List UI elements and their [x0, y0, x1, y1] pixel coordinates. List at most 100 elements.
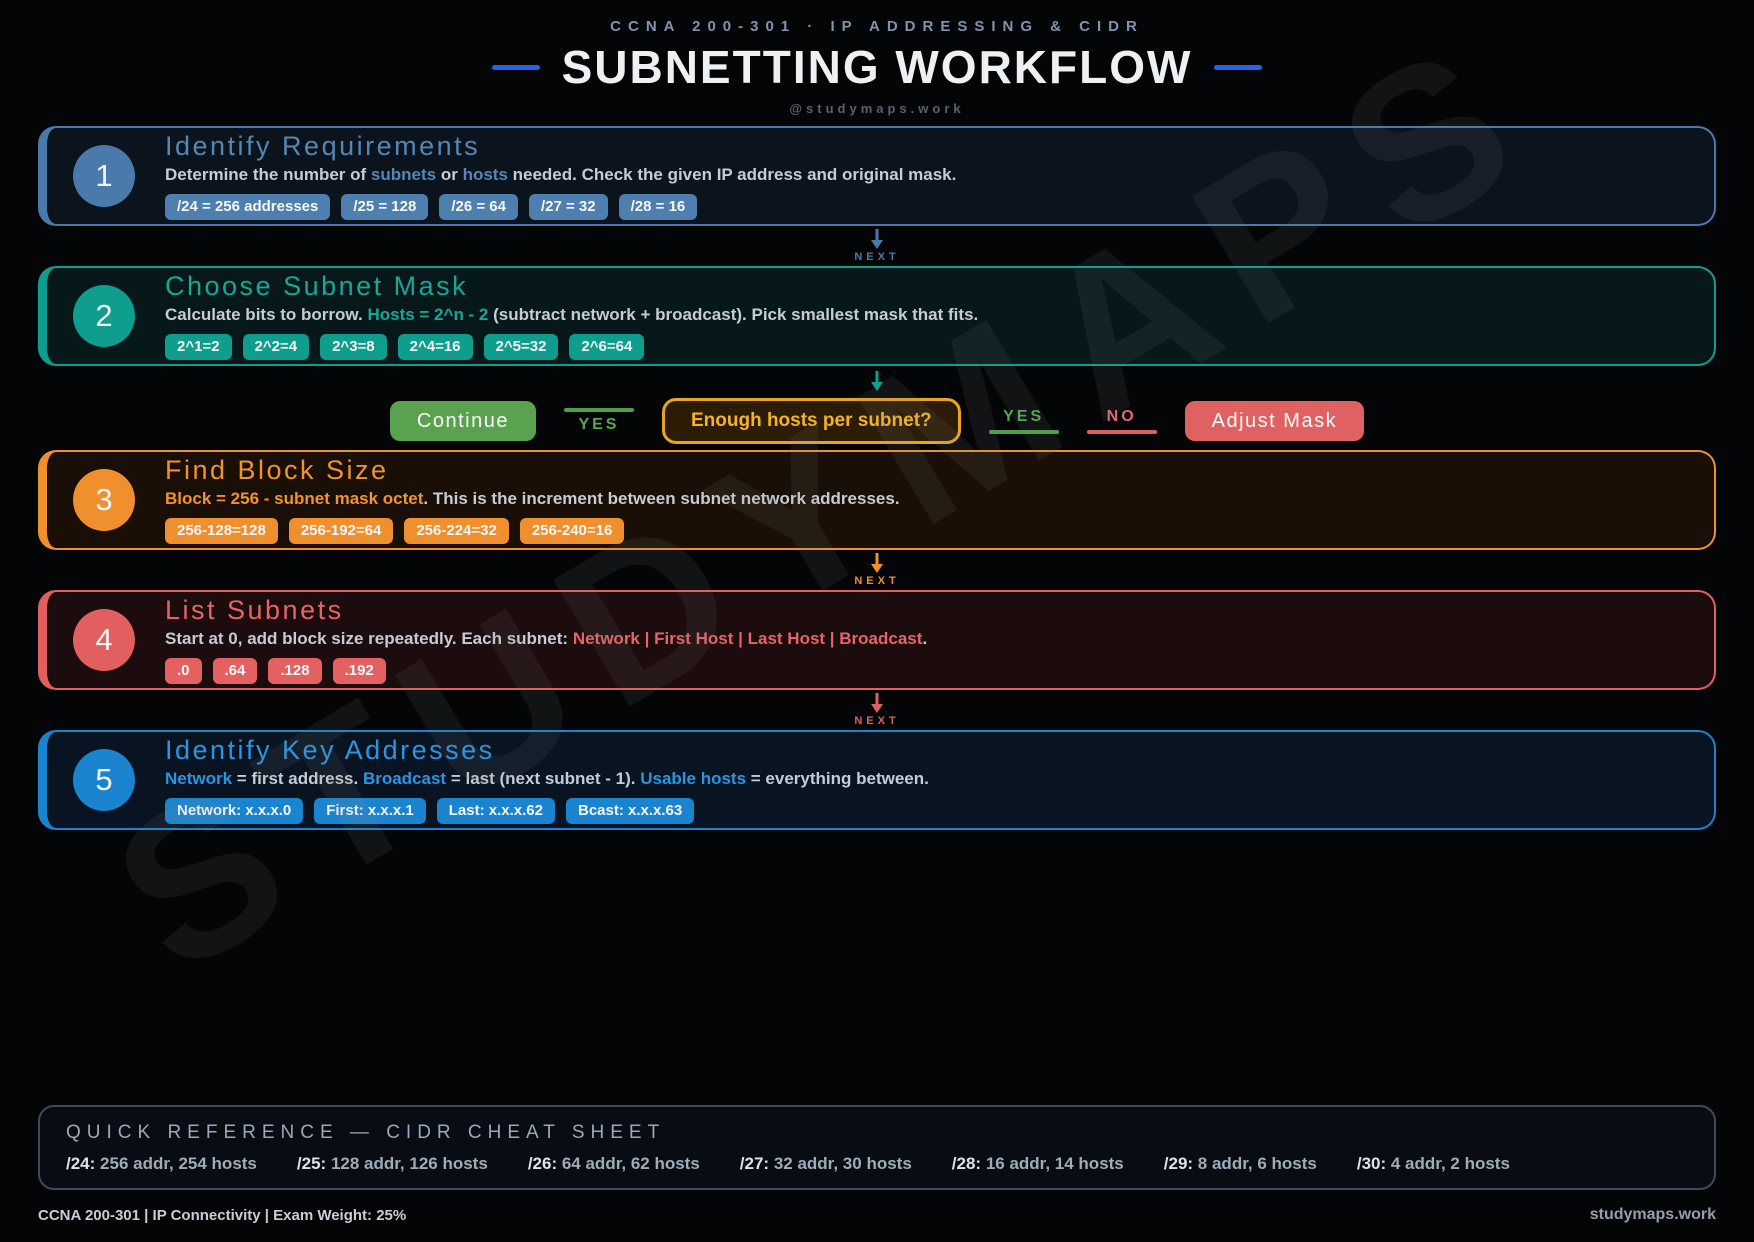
- quickref-item: /25: 128 addr, 126 hosts: [297, 1154, 488, 1174]
- next-label: NEXT: [854, 251, 900, 264]
- down-arrow-icon: [871, 553, 883, 574]
- down-arrow-icon: [871, 229, 883, 250]
- cidr-value: 64 addr, 62 hosts: [561, 1154, 700, 1174]
- chip: Network: x.x.x.0: [165, 798, 304, 825]
- step-1-title: Identify Requirements: [165, 131, 481, 162]
- step-4-box: 4 List Subnets Start at 0, add block siz…: [38, 590, 1716, 691]
- desc-segment: Calculate bits to borrow.: [165, 305, 368, 325]
- cidr-label: /29:: [1163, 1154, 1194, 1174]
- page-header: CCNA 200-301 · IP ADDRESSING & CIDR SUBN…: [0, 0, 1754, 116]
- yes-label: YES: [578, 416, 620, 434]
- chip: 2^5=32: [483, 334, 559, 361]
- quickref-item: /28: 16 addr, 14 hosts: [952, 1154, 1124, 1174]
- next-label: NEXT: [854, 715, 900, 728]
- edge-line: [988, 430, 1059, 435]
- desc-segment: Network | First Host | Last Host | Broad…: [572, 629, 923, 649]
- title-divider-right: [1214, 64, 1263, 70]
- cidr-value: 32 addr, 30 hosts: [773, 1154, 912, 1174]
- desc-segment: Start at 0, add block size repeatedly. E…: [165, 629, 573, 649]
- cidr-value: 8 addr, 6 hosts: [1197, 1154, 1317, 1174]
- cidr-label: /27:: [739, 1154, 770, 1174]
- desc-segment: = everything between.: [746, 769, 929, 789]
- chip: Bcast: x.x.x.63: [565, 798, 695, 825]
- desc-segment: or: [436, 165, 463, 185]
- chip: 256-240=16: [519, 518, 625, 545]
- title-divider-left: [491, 64, 540, 70]
- footer-course-info: CCNA 200-301 | IP Connectivity | Exam We…: [38, 1206, 407, 1224]
- step-5-box: 5 Identify Key Addresses Network = first…: [38, 730, 1716, 831]
- desc-segment: needed. Check the given IP address and o…: [507, 165, 957, 185]
- step-2-description: Calculate bits to borrow. Hosts = 2^n - …: [165, 305, 978, 325]
- step-4-title: List Subnets: [165, 595, 344, 626]
- cidr-label: /25:: [296, 1154, 327, 1174]
- footer: CCNA 200-301 | IP Connectivity | Exam We…: [38, 1206, 1716, 1224]
- chip: First: x.x.x.1: [314, 798, 426, 825]
- yes-edge-right: YES: [988, 408, 1059, 435]
- cidr-label: /26:: [527, 1154, 558, 1174]
- desc-segment: subnets: [370, 165, 437, 185]
- step-1-description: Determine the number of subnets or hosts…: [165, 165, 956, 185]
- yes-label: YES: [1003, 408, 1045, 426]
- cidr-value: 128 addr, 126 hosts: [330, 1154, 488, 1174]
- quickref-heading: QUICK REFERENCE — CIDR CHEAT SHEET: [66, 1122, 666, 1144]
- quickref-item: /30: 4 addr, 2 hosts: [1357, 1154, 1510, 1174]
- step-5-title: Identify Key Addresses: [165, 735, 495, 766]
- quickref-item: /24: 256 addr, 254 hosts: [66, 1154, 257, 1174]
- desc-segment: = first address.: [232, 769, 363, 789]
- page-title: SUBNETTING WORKFLOW: [561, 41, 1193, 93]
- chip: 2^4=16: [397, 334, 473, 361]
- chip: /26 = 64: [439, 194, 518, 221]
- decision-row: Continue YES Enough hosts per subnet? YE…: [38, 398, 1716, 445]
- quickref-item: /26: 64 addr, 62 hosts: [528, 1154, 700, 1174]
- chip: Last: x.x.x.62: [436, 798, 555, 825]
- desc-segment: .: [922, 629, 928, 649]
- step-3-number-badge: 3: [73, 469, 135, 532]
- step-5-description: Network = first address. Broadcast = las…: [165, 769, 929, 789]
- step-2-number-badge: 2: [73, 285, 135, 348]
- connector-4-5: NEXT: [38, 690, 1716, 730]
- step-1-number-badge: 1: [73, 145, 135, 208]
- step-1-chip-row: /24 = 256 addresses/25 = 128/26 = 64/27 …: [165, 194, 956, 221]
- desc-segment: Block = 256 - subnet mask octet: [165, 489, 424, 509]
- desc-segment: . This is the increment between subnet n…: [423, 489, 900, 509]
- step-5-number-badge: 5: [73, 749, 135, 812]
- quickref-item: /29: 8 addr, 6 hosts: [1164, 1154, 1317, 1174]
- decision-question-box: Enough hosts per subnet?: [661, 398, 961, 445]
- adjust-mask-button: Adjust Mask: [1184, 401, 1365, 442]
- author-handle: @studymaps.work: [789, 101, 965, 117]
- desc-segment: (subtract network + broadcast). Pick sma…: [488, 305, 979, 325]
- no-label: NO: [1106, 408, 1137, 426]
- cidr-value: 4 addr, 2 hosts: [1390, 1154, 1510, 1174]
- connector-1-2: NEXT: [38, 226, 1716, 266]
- cidr-label: /30:: [1356, 1154, 1387, 1174]
- chip: 256-224=32: [404, 518, 509, 545]
- chip: .64: [212, 658, 258, 685]
- edge-line: [1086, 430, 1157, 435]
- footer-brand: studymaps.work: [1589, 1206, 1716, 1224]
- down-arrow-icon: [871, 370, 883, 391]
- quickref-item: /27: 32 addr, 30 hosts: [740, 1154, 912, 1174]
- chip: 2^2=4: [242, 334, 310, 361]
- no-edge: NO: [1086, 408, 1157, 435]
- step-2-title: Choose Subnet Mask: [165, 271, 469, 302]
- step-1-box: 1 Identify Requirements Determine the nu…: [38, 126, 1716, 227]
- next-label: NEXT: [854, 575, 900, 588]
- title-row: SUBNETTING WORKFLOW: [0, 43, 1754, 91]
- step-4-chip-row: .0.64.128.192: [165, 658, 927, 685]
- course-eyebrow: CCNA 200-301 · IP ADDRESSING & CIDR: [610, 18, 1144, 35]
- down-arrow-icon: [871, 693, 883, 714]
- desc-segment: Determine the number of: [165, 165, 371, 185]
- desc-segment: Usable hosts: [640, 769, 747, 789]
- step-3-box: 3 Find Block Size Block = 256 - subnet m…: [38, 450, 1716, 551]
- step-4-description: Start at 0, add block size repeatedly. E…: [165, 629, 927, 649]
- step-4-number-badge: 4: [73, 609, 135, 672]
- connector-3-4: NEXT: [38, 550, 1716, 590]
- chip: 2^3=8: [320, 334, 387, 361]
- cidr-label: /24:: [66, 1154, 96, 1174]
- chip: 2^1=2: [165, 334, 232, 361]
- chip: /25 = 128: [341, 194, 429, 221]
- chip: /27 = 32: [528, 194, 608, 221]
- quick-reference-box: QUICK REFERENCE — CIDR CHEAT SHEET /24: …: [38, 1105, 1716, 1191]
